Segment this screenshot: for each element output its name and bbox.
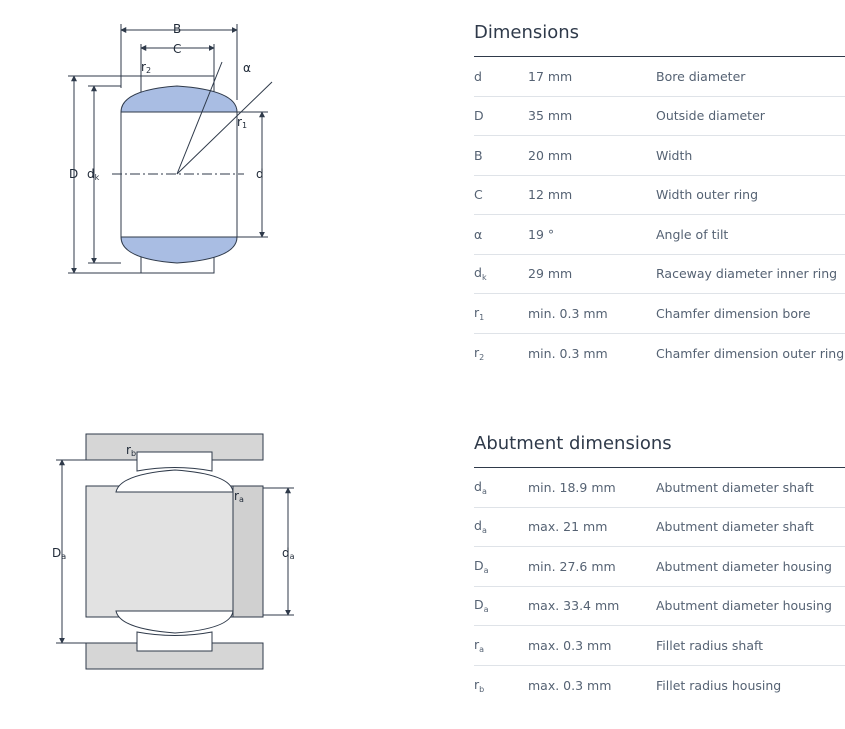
row-value: max. 0.3 mm — [528, 677, 612, 693]
row-description: Width outer ring — [656, 187, 759, 203]
symbol-letter: D — [474, 597, 484, 613]
symbol-subscript: a — [483, 565, 489, 575]
label-r1: r1 — [237, 115, 247, 130]
row-description: Chamfer dimension outer ring — [656, 345, 845, 361]
label-da: da — [282, 546, 295, 561]
symbol-subscript: b — [479, 684, 485, 694]
table-row: C 12 mm Width outer ring — [474, 176, 845, 215]
row-description: Abutment diameter housing — [656, 558, 832, 574]
row-symbol: C — [474, 187, 528, 202]
row-symbol: da — [474, 479, 528, 496]
row-symbol: r1 — [474, 305, 528, 322]
symbol-subscript: a — [481, 526, 487, 536]
row-value: min. 0.3 mm — [528, 305, 608, 321]
row-description: Abutment diameter housing — [656, 598, 832, 614]
row-symbol: D — [474, 108, 528, 123]
row-symbol: d — [474, 69, 528, 84]
symbol-subscript: a — [479, 644, 485, 654]
table-row: D 35 mm Outside diameter — [474, 97, 845, 136]
symbol-letter: α — [474, 226, 483, 242]
symbol-letter: D — [474, 108, 484, 124]
row-symbol: rb — [474, 677, 528, 694]
row-value: 17 mm — [528, 68, 573, 84]
row-description: Angle of tilt — [656, 226, 729, 242]
symbol-subscript: k — [481, 273, 487, 283]
label-B: B — [173, 22, 181, 36]
row-description: Fillet radius housing — [656, 677, 782, 693]
row-value: min. 18.9 mm — [528, 479, 616, 495]
row-value: 20 mm — [528, 147, 573, 163]
row-description: Abutment diameter shaft — [656, 519, 814, 535]
row-symbol: B — [474, 148, 528, 163]
row-description: Chamfer dimension bore — [656, 305, 811, 321]
row-symbol: Da — [474, 558, 528, 575]
symbol-letter: d — [474, 265, 482, 281]
symbol-letter: r — [474, 676, 480, 692]
label-rb: rb — [126, 443, 136, 458]
abutment-drawing: rb ra Da da — [52, 433, 295, 670]
symbol-subscript: 2 — [479, 352, 485, 362]
row-description: Outside diameter — [656, 108, 765, 124]
row-value: max. 0.3 mm — [528, 637, 612, 653]
symbol-subscript: a — [481, 486, 487, 496]
symbol-letter: r — [474, 304, 480, 320]
symbol-letter: d — [474, 518, 482, 534]
table-row: d 17 mm Bore diameter — [474, 57, 845, 97]
label-d: d — [256, 167, 264, 181]
table-row: B 20 mm Width — [474, 136, 845, 176]
row-symbol: r2 — [474, 345, 528, 362]
symbol-letter: r — [474, 636, 480, 652]
row-value: min. 0.3 mm — [528, 345, 608, 361]
table-row: α 19 ° Angle of tilt — [474, 215, 845, 255]
symbol-letter: C — [474, 187, 483, 203]
dimensions-title: Dimensions — [474, 18, 845, 57]
label-r2: r2 — [141, 60, 151, 75]
symbol-subscript: a — [483, 605, 489, 615]
symbol-letter: B — [474, 147, 483, 163]
row-value: max. 33.4 mm — [528, 598, 620, 614]
bearing-dimension-drawing: B C r2 α r1 D dk d — [68, 22, 273, 274]
row-value: 29 mm — [528, 266, 573, 282]
row-symbol: Da — [474, 597, 528, 614]
symbol-letter: D — [474, 557, 484, 573]
label-ra: ra — [234, 489, 244, 504]
symbol-subscript: 1 — [479, 312, 485, 322]
row-symbol: da — [474, 518, 528, 535]
label-D: D — [69, 167, 78, 181]
label-Da: Da — [52, 546, 66, 561]
row-value: max. 21 mm — [528, 519, 608, 535]
symbol-letter: d — [474, 478, 482, 494]
row-symbol: dk — [474, 265, 528, 282]
row-description: Fillet radius shaft — [656, 637, 764, 653]
label-C: C — [173, 42, 181, 56]
abutment-title: Abutment dimensions — [474, 429, 845, 468]
symbol-letter: r — [474, 344, 480, 360]
row-value: 19 ° — [528, 226, 555, 242]
row-symbol: α — [474, 227, 528, 242]
row-description: Raceway diameter inner ring — [656, 266, 838, 282]
row-description: Width — [656, 147, 693, 163]
symbol-letter: d — [474, 68, 482, 84]
row-description: Abutment diameter shaft — [656, 479, 814, 495]
row-value: 12 mm — [528, 187, 573, 203]
row-value: 35 mm — [528, 108, 573, 124]
label-alpha: α — [243, 61, 251, 75]
row-value: min. 27.6 mm — [528, 558, 616, 574]
label-dk: dk — [87, 167, 100, 182]
row-description: Bore diameter — [656, 68, 746, 84]
row-symbol: ra — [474, 637, 528, 654]
